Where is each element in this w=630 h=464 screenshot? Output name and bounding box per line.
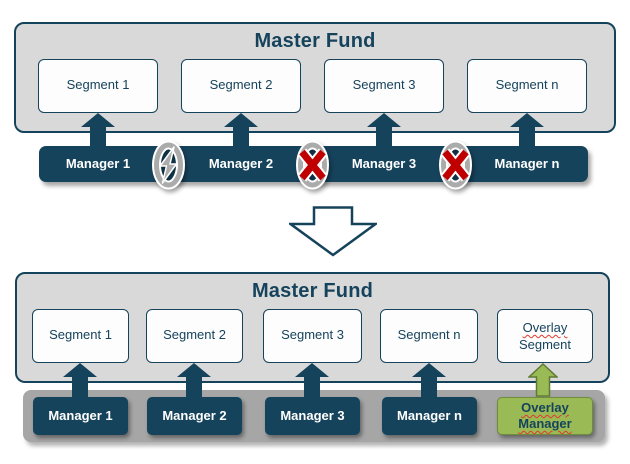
overlay-segment-line1: Overlay [522,320,568,335]
overlay-manager-line1: Overlay [521,400,569,415]
bottom-segment-2-box: Segment 2 [146,309,243,363]
no-rebalance-x-icon [294,138,331,192]
up-arrow-icon [510,113,544,147]
bottom-manager-n-box: Manager n [382,397,477,435]
up-arrow-icon [412,363,446,397]
top-manager-3-label: Manager 3 [351,156,417,171]
top-master-fund-title: Master Fund [254,30,376,52]
top-segment-n-box: Segment n [467,59,587,113]
up-arrow-icon [63,363,97,397]
bottom-segment-3-box: Segment 3 [263,309,362,363]
transition-down-arrow-icon [286,206,380,257]
bottom-manager-3-box: Manager 3 [265,397,360,435]
no-rebalance-x-icon [437,138,474,192]
up-arrow-icon [81,113,115,147]
bottom-segment-1-box: Segment 1 [32,309,129,363]
bottom-master-fund-title: Master Fund [251,280,374,302]
bottom-manager-1-box: Manager 1 [33,397,128,435]
rebalance-cycle-icon [150,138,187,192]
top-segment-1-box: Segment 1 [38,59,158,113]
top-segment-2-box: Segment 2 [181,59,301,113]
up-arrow-icon [367,113,401,147]
overlay-segment-box: Overlay Segment [497,309,593,363]
up-arrow-icon [295,363,329,397]
up-arrow-icon [224,113,258,147]
overlay-manager-box: Overlay Manager [497,397,593,435]
overlay-manager-line2: Manager [518,416,572,431]
overlay-up-arrow-icon [527,362,559,397]
top-manager-n-label: Manager n [494,156,560,171]
overlay-segment-line2: Segment [518,337,572,352]
top-manager-2-label: Manager 2 [208,156,274,171]
bottom-segment-n-box: Segment n [380,309,478,363]
top-manager-1-label: Manager 1 [65,156,131,171]
bottom-manager-2-box: Manager 2 [147,397,242,435]
top-segment-3-box: Segment 3 [324,59,444,113]
up-arrow-icon [177,363,211,397]
